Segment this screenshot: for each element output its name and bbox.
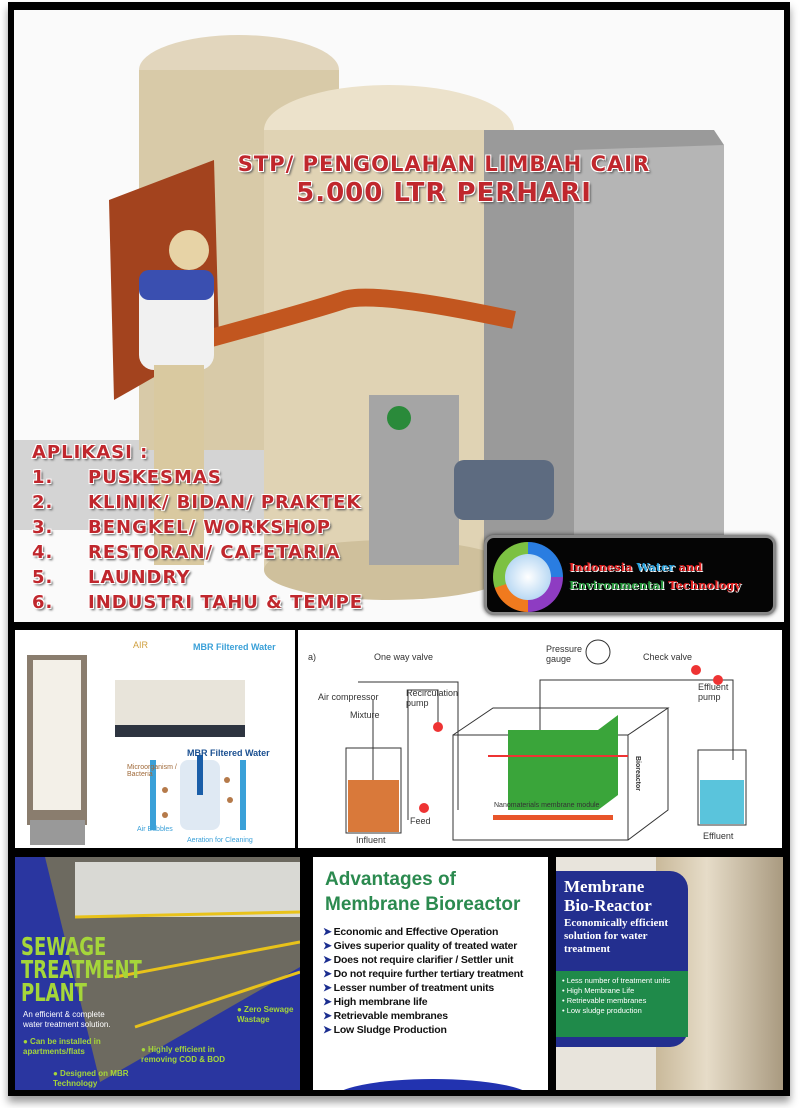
advantage-item: Do not require further tertiary treatmen… [323, 967, 524, 981]
mbr-feature: • High Membrane Life [562, 986, 635, 995]
recirculation-pump-label: Recirculation pump [406, 688, 459, 708]
filtered-water-label: MBR Filtered Water [187, 748, 270, 758]
advantage-item: Gives superior quality of treated water [323, 939, 523, 953]
plant-photo [45, 857, 300, 1082]
advantage-item: Economic and Effective Operation [323, 925, 523, 939]
company-logo-badge: Indonesia Water and Environmental Techno… [484, 535, 776, 615]
mbr-module-panel: AIR MBR Filtered Water MBR Filtered Wate… [15, 630, 295, 848]
application-item: 3.BENGKEL/ WORKSHOP [32, 517, 331, 538]
air-bubbles-label: Air Bubbles [137, 826, 173, 833]
stp-unit-illustration [14, 35, 724, 600]
stp-feature: ● Zero Sewage Wastage [237, 1005, 294, 1024]
effluent-pump-label: Effluent pump [698, 682, 729, 702]
poster-capacity: 5.000 LTR PERHARI [296, 178, 592, 208]
stp-feature: ● Highly efficient in removing COD & BOD [141, 1045, 226, 1064]
mbr-schematic-panel: a) One way valve Pressure gauge Check va… [298, 630, 782, 848]
mbr-process-diagram [345, 639, 747, 841]
applications-list: APLIKASI : 1.PUSKESMAS 2.KLINIK/ BIDAN/ … [32, 440, 363, 615]
mbr-feature: • Less number of treatment units [562, 976, 671, 985]
one-way-valve-label: One way valve [374, 652, 434, 662]
company-name: Indonesia Water and Environmental Techno… [569, 560, 741, 592]
application-item: 1.PUSKESMAS [32, 467, 222, 488]
pressure-gauge-label: Pressure gauge [546, 644, 583, 664]
mbr-subtitle: Economically efficient solution for wate… [564, 917, 669, 955]
stp-feature: ● Can be installed in apartments/flats [23, 1037, 101, 1056]
mixture-label: Mixture [350, 710, 380, 720]
application-item: 5.LAUNDRY [32, 567, 191, 588]
stp-subtitle: An efficient & complete water treatment … [23, 1010, 111, 1029]
check-valve-label: Check valve [643, 652, 693, 662]
poster-title: STP/ PENGOLAHAN LIMBAH CAIR [237, 152, 651, 176]
effluent-label: Effluent [703, 831, 734, 841]
advantage-item: Retrievable membranes [323, 1009, 523, 1023]
application-item: 4.RESTORAN/ CAFETARIA [32, 542, 341, 563]
globe-logo-icon [493, 542, 563, 612]
decorative-wave [333, 1079, 533, 1090]
microorganism-label: Microorganism / Bacteria [127, 764, 177, 778]
mbr-features: • Less number of treatment units • High … [556, 971, 688, 1037]
membrane-module-illustration [27, 655, 246, 845]
advantage-item: Does not require clarifier / Settler uni… [323, 953, 523, 967]
stp-feature: ● Designed on MBR Technology [53, 1069, 129, 1088]
feed-label: Feed [410, 816, 431, 826]
applications-heading: APLIKASI : [32, 442, 149, 463]
filtered-water-label: MBR Filtered Water [193, 642, 276, 652]
advantages-list: Economic and Effective Operation Gives s… [323, 925, 524, 1037]
mbr-feature: • Retrievable membranes [562, 996, 647, 1005]
mbr-feature: • Low sludge production [562, 1006, 642, 1015]
air-compressor-label: Air compressor [318, 692, 379, 702]
diagram-label: a) [308, 652, 317, 662]
application-item: 6.INDUSTRI TAHU & TEMPE [32, 592, 364, 613]
bioreactor-label: Bioreactor [634, 755, 642, 792]
membrane-module-label: Nanomaterials membrane module [494, 802, 600, 809]
application-item: 2.KLINIK/ BIDAN/ PRAKTEK [32, 492, 362, 513]
aeration-label: Aeration for Cleaning [187, 837, 253, 844]
stp-hero-panel: STP/ PENGOLAHAN LIMBAH CAIR 5.000 LTR PE… [14, 10, 784, 622]
air-label: AIR [133, 640, 149, 650]
advantage-item: High membrane life [323, 995, 523, 1009]
advantage-item: Lesser number of treatment units [323, 981, 523, 995]
influent-label: Influent [356, 835, 386, 845]
advantage-item: Low Sludge Production [323, 1023, 523, 1037]
